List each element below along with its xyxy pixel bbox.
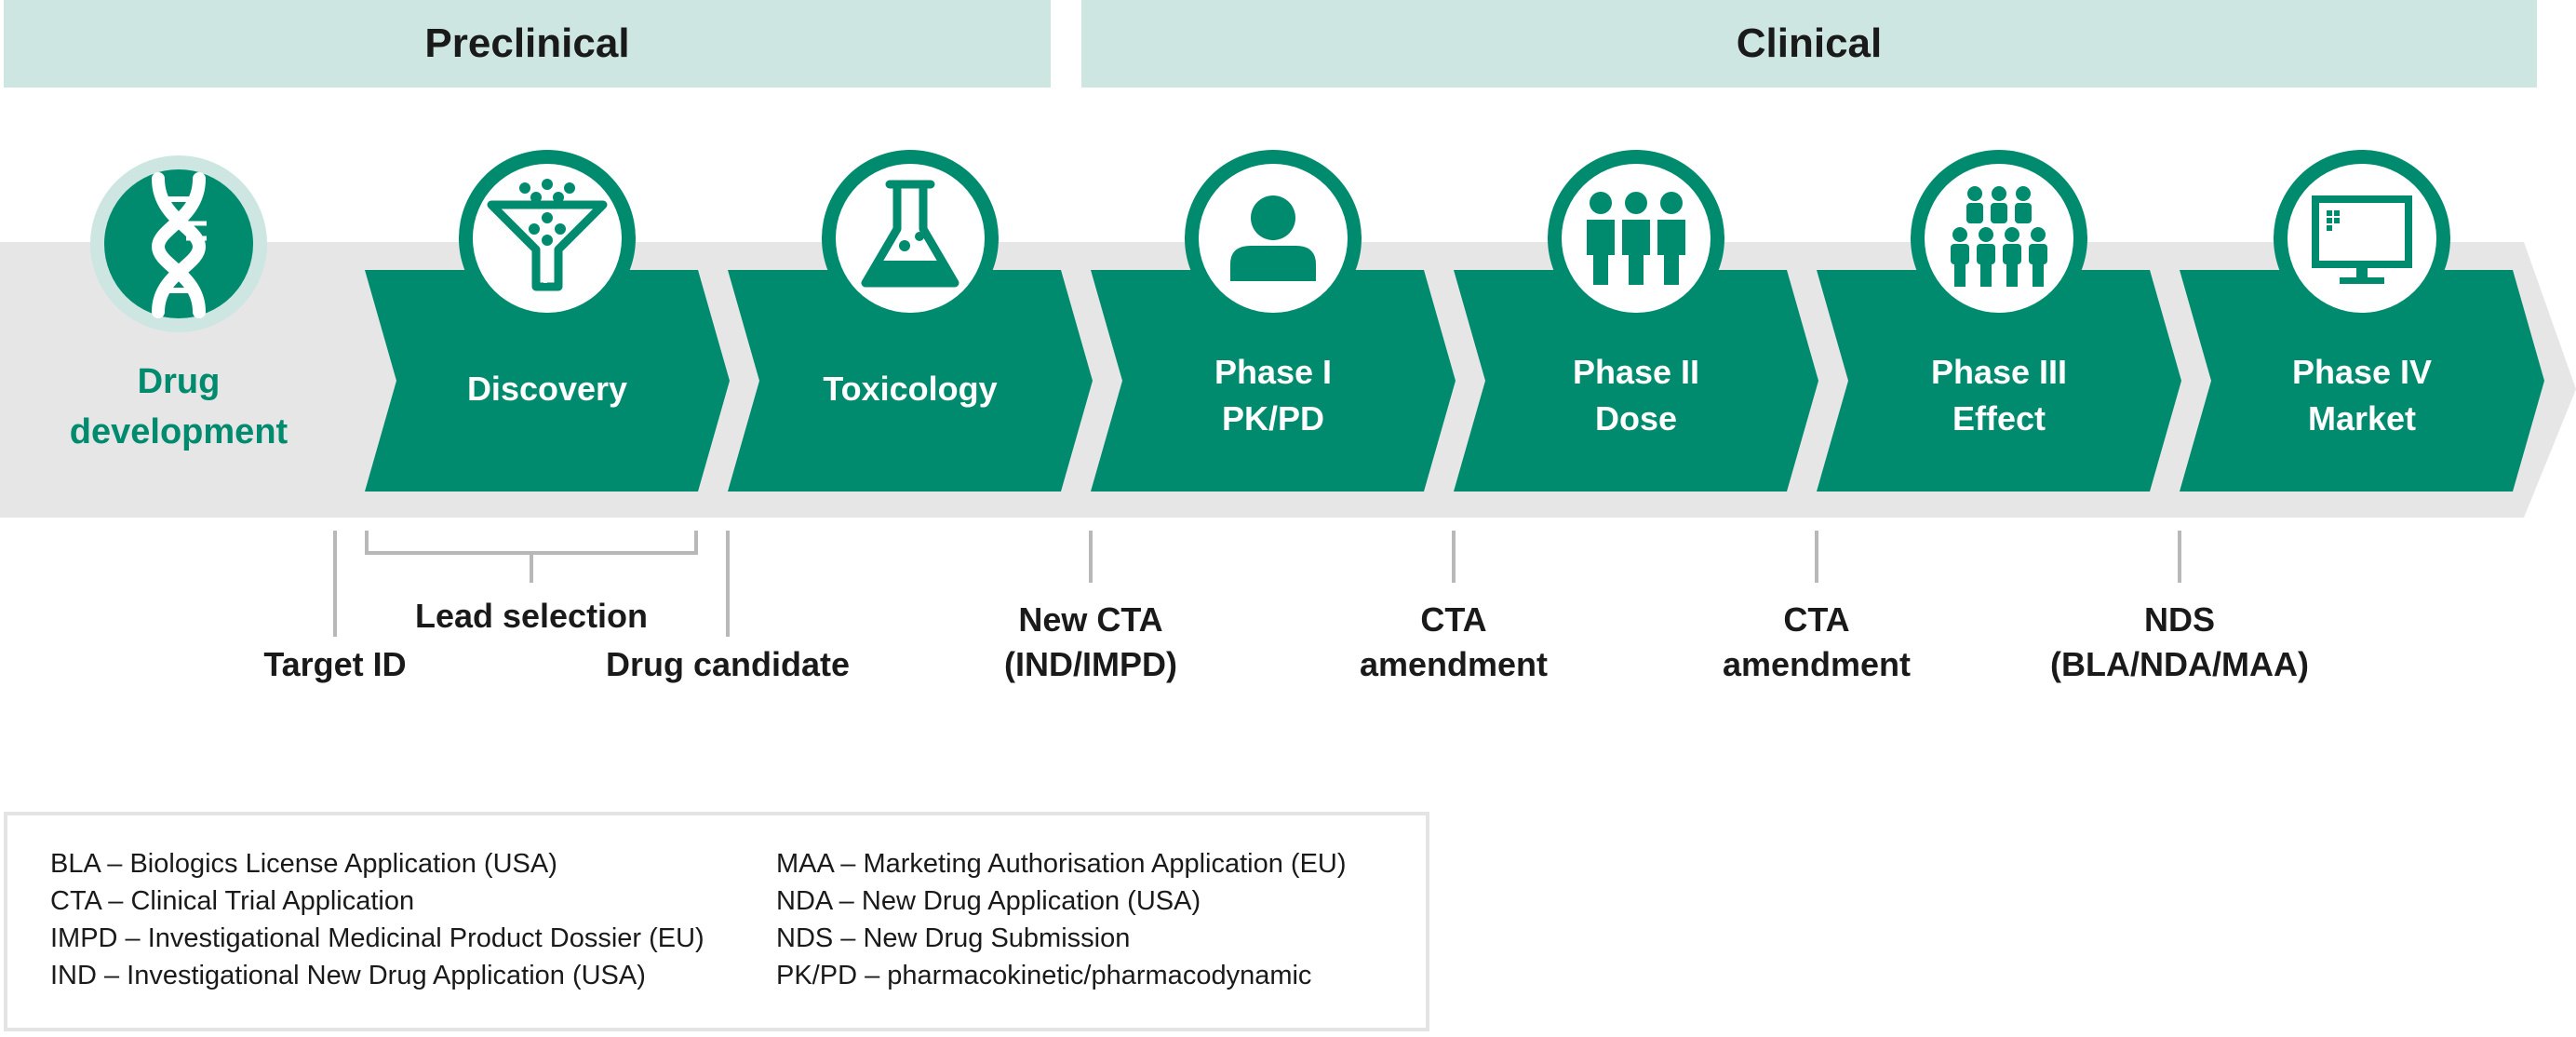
legend-left-column: BLA – Biologics License Application (USA… (50, 845, 704, 994)
funnel-icon (487, 179, 608, 291)
drug-candidate-label: Drug candidate (606, 645, 850, 683)
dna-icon (90, 155, 267, 332)
preclinical-header-label: Preclinical (424, 20, 630, 66)
clinical-header: Clinical (1081, 0, 2537, 88)
stage-6: Phase IV Market (2180, 150, 2544, 492)
stage-chevron (365, 270, 730, 492)
stage-label-line1: Phase I (1214, 353, 1332, 391)
stage-chevron (1091, 270, 1456, 492)
preclinical-header: Preclinical (4, 0, 1051, 88)
cta-amend-1-line2: amendment (1360, 645, 1548, 683)
stage-label-line1: Toxicology (823, 370, 997, 408)
stage-2: Toxicology (728, 150, 1093, 492)
stage-label-line1: Phase II (1573, 353, 1699, 391)
cta-amend-2-line1: CTA (1783, 600, 1849, 639)
abbreviation-legend: BLA – Biologics License Application (USA… (4, 812, 1429, 1031)
new-cta-label-line2: (IND/IMPD) (1004, 645, 1177, 683)
nds-label-line2: (BLA/NDA/MAA) (2050, 645, 2309, 683)
nds-label-line1: NDS (2144, 600, 2215, 639)
flask-icon (861, 180, 959, 288)
stage-chevron (1454, 270, 1818, 492)
legend-item: IND – Investigational New Drug Applicati… (50, 961, 646, 990)
stage-1: Discovery (365, 150, 730, 492)
stage-label-line1: Discovery (467, 370, 627, 408)
stage-label-line2: PK/PD (1222, 399, 1324, 438)
pipeline-diagram: Drug development Discovery Toxicology Phas… (0, 150, 2576, 683)
start-label-line1: Drug (138, 362, 221, 401)
stage-label-line2: Effect (1952, 399, 2046, 438)
legend-right-column: MAA – Marketing Authorisation Applicatio… (776, 845, 1347, 994)
stage-5: Phase III Effect (1817, 150, 2181, 492)
legend-item: MAA – Marketing Authorisation Applicatio… (776, 849, 1347, 879)
stage-chevron (2180, 270, 2544, 492)
target-id-label: Target ID (263, 645, 406, 683)
new-cta-label-line1: New CTA (1018, 600, 1162, 639)
stage-4: Phase II Dose (1454, 150, 1818, 492)
legend-item: BLA – Biologics License Application (USA… (50, 849, 557, 879)
stage-label-line1: Phase IV (2292, 353, 2432, 391)
crowd-icon (1951, 186, 2047, 287)
cta-amend-2-line2: amendment (1723, 645, 1911, 683)
stage-label-line2: Market (2308, 399, 2416, 438)
person-icon (1230, 195, 1316, 281)
lead-selection-label: Lead selection (415, 597, 648, 635)
stage-label-line1: Phase III (1931, 353, 2067, 391)
stages: Discovery Toxicology Phase I PK/PD Phase II D… (365, 150, 2544, 492)
legend-item: IMPD – Investigational Medicinal Product… (50, 923, 704, 953)
icon-medallion (2288, 164, 2436, 313)
cta-amend-1-line1: CTA (1420, 600, 1486, 639)
stage-chevron (728, 270, 1093, 492)
legend-item: NDS – New Drug Submission (776, 923, 1131, 953)
clinical-header-label: Clinical (1736, 20, 1883, 66)
legend-item: PK/PD – pharmacokinetic/pharmacodynamic (776, 961, 1312, 990)
monitor-icon (2312, 195, 2412, 284)
lead-selection-bracket (365, 531, 698, 583)
stage-label-line2: Dose (1595, 399, 1677, 438)
stage-3: Phase I PK/PD (1091, 150, 1456, 492)
legend-item: CTA – Clinical Trial Application (50, 886, 415, 916)
legend-item: NDA – New Drug Application (USA) (776, 886, 1201, 916)
stage-chevron (1817, 270, 2181, 492)
three-people-icon (1587, 192, 1685, 285)
start-label-line2: development (70, 412, 288, 451)
